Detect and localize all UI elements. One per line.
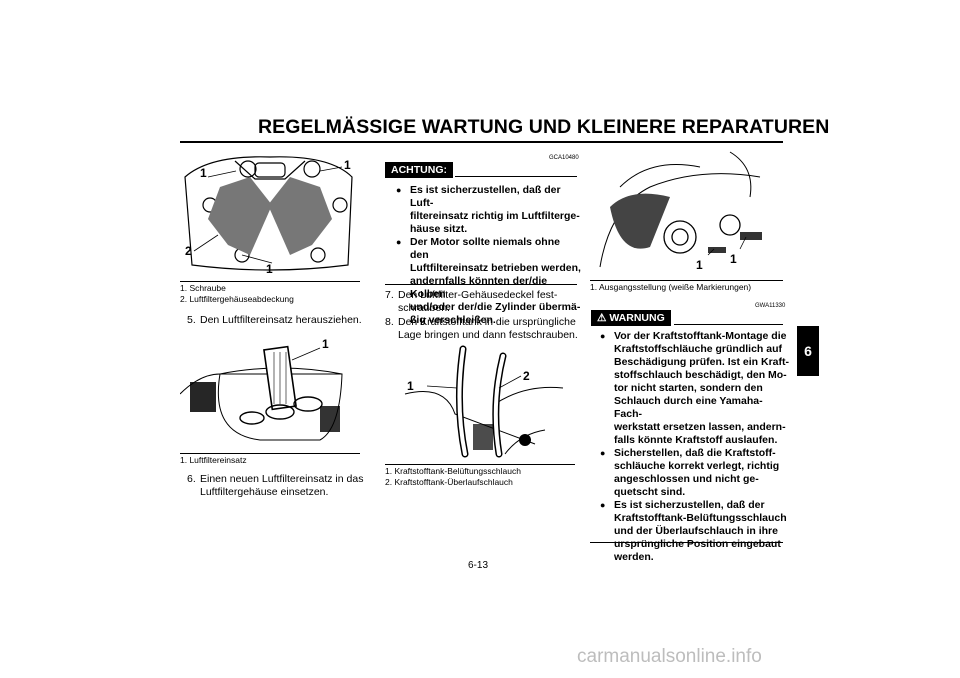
bullet-item: Der Motor sollte niemals ohne den Luftfi… bbox=[396, 236, 581, 327]
chapter-tab: 6 bbox=[797, 326, 819, 376]
step-8: 8. Den Kraftstofftank in die ursprünglich… bbox=[385, 316, 585, 342]
bullet-line: angeschlossen und nicht ge- bbox=[614, 473, 759, 485]
title-rule bbox=[180, 141, 783, 143]
bullet-line: Es ist sicherzustellen, daß der Luft- bbox=[410, 184, 561, 209]
callout-label: 2 bbox=[185, 244, 192, 258]
callout-label: 2 bbox=[523, 369, 530, 383]
warning-triangle-icon: ⚠ bbox=[597, 312, 607, 324]
callout-label: 1 bbox=[344, 158, 351, 172]
notice-rule bbox=[385, 284, 577, 285]
step-text: Den Luftfiltereinsatz herausziehen. bbox=[200, 314, 362, 326]
bullet-line: Vor der Kraftstofftank-Montage die bbox=[614, 330, 787, 342]
bullet-line: stoffschlauch beschädigt, den Mo- bbox=[614, 369, 787, 381]
fuel-tank-hoses-illustration: 1 2 bbox=[385, 344, 565, 458]
watermark: carmanualsonline.info bbox=[577, 646, 762, 667]
step-7: 7. Den Luftfilter-Gehäusedeckel fest- sch… bbox=[385, 289, 580, 315]
figure-caption: 1. Ausgangsstellung (weiße Markierungen) bbox=[590, 280, 783, 293]
callout-label: 1 bbox=[730, 252, 737, 266]
notice-rule bbox=[455, 176, 577, 177]
step-text: Den Luftfilter-Gehäusedeckel fest- bbox=[398, 289, 558, 301]
callout-label: 1 bbox=[200, 166, 207, 180]
caption-line: 1. Luftfiltereinsatz bbox=[180, 455, 247, 465]
callout-label: 1 bbox=[696, 258, 703, 272]
warning-label: ⚠ WARNUNG bbox=[591, 310, 671, 326]
bullet-line: und/oder der/die Zylinder übermä- bbox=[410, 301, 581, 313]
bullet-line: filtereinsatz richtig im Luftfilterge- bbox=[410, 210, 580, 222]
bullet-line: werkstatt ersetzen lassen, andern- bbox=[614, 421, 786, 433]
step-text: Einen neuen Luftfiltereinsatz in das bbox=[200, 473, 364, 485]
notice-code: GWA11330 bbox=[755, 303, 786, 309]
bullet-line: schläuche korrekt verlegt, richtig bbox=[614, 460, 780, 472]
bullet-line: tor nicht starten, sondern den bbox=[614, 382, 763, 394]
warning-bullets: Vor der Kraftstofftank-Montage die Kraft… bbox=[600, 330, 790, 564]
step-number: 8. bbox=[385, 316, 394, 328]
step-text: Luftfiltergehäuse einsetzen. bbox=[200, 486, 329, 498]
air-filter-element-illustration: 1 bbox=[180, 334, 360, 444]
bullet-line: häuse sitzt. bbox=[410, 223, 468, 235]
air-filter-cover-illustration: 1 1 2 1 bbox=[180, 147, 360, 277]
callout-label: 1 bbox=[322, 337, 329, 351]
caption-line: 1. Schraube bbox=[180, 283, 226, 293]
callout-label: 1 bbox=[266, 262, 273, 276]
warning-text: WARNUNG bbox=[609, 312, 665, 324]
caution-bullets: Es ist sicherzustellen, daß der Luft- fi… bbox=[396, 184, 581, 327]
page-number: 6-13 bbox=[468, 560, 489, 571]
page-title: REGELMÄSSIGE WARTUNG UND KLEINERE REPARA… bbox=[258, 116, 830, 138]
step-6: 6. Einen neuen Luftfiltereinsatz in das L… bbox=[187, 473, 367, 499]
bullet-line: Sicherstellen, daß die Kraftstoff- bbox=[614, 447, 776, 459]
figure-caption: 1. Kraftstofftank-Belüftungsschlauch 2. … bbox=[385, 464, 575, 488]
bullet-line: Schlauch durch eine Yamaha-Fach- bbox=[614, 395, 763, 420]
bullet-line: werden. bbox=[614, 551, 654, 563]
bullet-item: Sicherstellen, daß die Kraftstoff- schlä… bbox=[600, 447, 790, 499]
caption-line: 1. Kraftstofftank-Belüftungsschlauch bbox=[385, 466, 521, 476]
bullet-line: Beschädigung prüfen. Ist ein Kraft- bbox=[614, 356, 790, 368]
bullet-item: Vor der Kraftstofftank-Montage die Kraft… bbox=[600, 330, 790, 447]
bullet-line: Luftfiltereinsatz betrieben werden, bbox=[410, 262, 581, 274]
bullet-line: ursprüngliche Position eingebaut bbox=[614, 538, 781, 550]
step-text: Lage bringen und dann festschrauben. bbox=[398, 329, 578, 341]
bullet-line: falls könnte Kraftstoff auslaufen. bbox=[614, 434, 778, 446]
bullet-line: ßig verschleißen. bbox=[410, 314, 496, 326]
notice-code: GCA10480 bbox=[549, 155, 579, 161]
step-text: Den Kraftstofftank in die ursprüngliche bbox=[398, 316, 576, 328]
fuel-tank-position-illustration: 1 1 bbox=[590, 147, 783, 275]
caution-label: ACHTUNG: bbox=[385, 162, 453, 178]
bullet-line: Kraftstoffschläuche gründlich auf bbox=[614, 343, 783, 355]
step-number: 6. bbox=[187, 473, 196, 485]
caption-line: 2. Kraftstofftank-Überlaufschlauch bbox=[385, 477, 513, 487]
notice-rule bbox=[674, 324, 783, 325]
step-5: 5. Den Luftfiltereinsatz herausziehen. bbox=[187, 314, 362, 327]
callout-label: 1 bbox=[407, 379, 414, 393]
bullet-item: Es ist sicherzustellen, daß der Luft- fi… bbox=[396, 184, 581, 236]
bullet-line: und der Überlaufschlauch in ihre bbox=[614, 525, 778, 537]
step-number: 5. bbox=[187, 314, 196, 326]
bullet-item: Es ist sicherzustellen, daß der Kraftsto… bbox=[600, 499, 790, 564]
caption-line: 1. Ausgangsstellung (weiße Markierungen) bbox=[590, 282, 752, 292]
caption-line: 2. Luftfiltergehäuseabdeckung bbox=[180, 294, 294, 304]
bullet-line: quetscht sind. bbox=[614, 486, 686, 498]
bullet-line: Der Motor sollte niemals ohne den bbox=[410, 236, 560, 261]
step-text: schrauben. bbox=[398, 302, 450, 314]
notice-rule bbox=[590, 542, 783, 543]
step-number: 7. bbox=[385, 289, 394, 301]
bullet-line: Kraftstofftank-Belüftungsschlauch bbox=[614, 512, 787, 524]
figure-caption: 1. Luftfiltereinsatz bbox=[180, 453, 360, 466]
bullet-line: Es ist sicherzustellen, daß der bbox=[614, 499, 765, 511]
figure-caption: 1. Schraube 2. Luftfiltergehäuseabdeckun… bbox=[180, 281, 360, 305]
